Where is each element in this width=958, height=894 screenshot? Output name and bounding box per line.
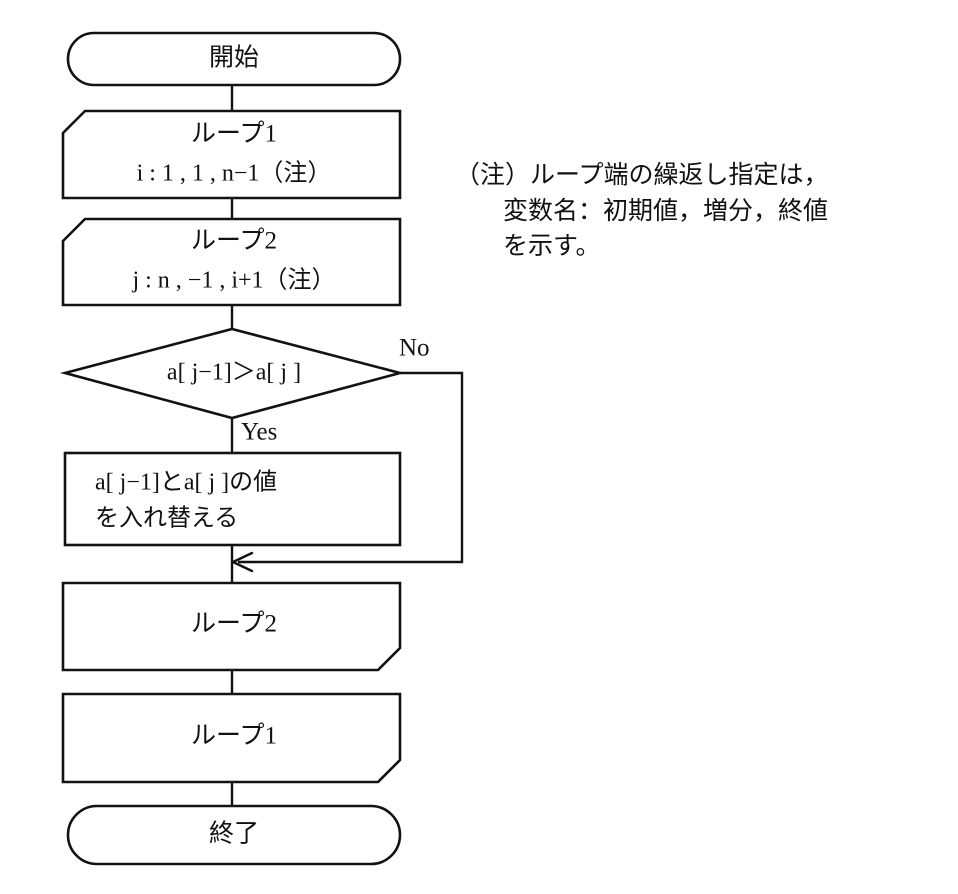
note-line-1: （注）ループ端の繰返し指定は， bbox=[455, 162, 829, 189]
node-loop2-end[interactable]: ループ2 bbox=[61, 581, 402, 672]
process-swap-shape bbox=[63, 451, 402, 547]
end-label: 終了 bbox=[209, 820, 259, 848]
node-start[interactable]: 開始 bbox=[66, 31, 402, 87]
connector-group bbox=[230, 85, 464, 806]
decision-shape bbox=[59, 327, 406, 420]
note-line-3: を示す。 bbox=[503, 233, 601, 260]
loop2-begin-label-line2: j : n , −1 , i+1（注） bbox=[131, 267, 335, 294]
process-swap-label-line1: a[ j−1]とa[ j ]の値 bbox=[95, 469, 277, 496]
branch-label-no: No bbox=[399, 335, 430, 362]
decision-label: a[ j−1]＞a[ j ] bbox=[167, 360, 301, 386]
node-process-swap[interactable]: a[ j−1]とa[ j ]の値 を入れ替える bbox=[63, 451, 402, 547]
loop2-begin-shape bbox=[61, 217, 402, 307]
branch-label-yes: Yes bbox=[241, 419, 277, 446]
node-loop1-end[interactable]: ループ1 bbox=[61, 692, 402, 784]
start-label: 開始 bbox=[209, 44, 259, 72]
node-end[interactable]: 終了 bbox=[66, 804, 402, 866]
start-terminator-shape bbox=[66, 31, 402, 87]
loop1-end-shape bbox=[61, 692, 402, 784]
loop1-begin-shape bbox=[61, 109, 402, 200]
note-block: （注）ループ端の繰返し指定は， 変数名：初期値，増分，終値 を示す。 bbox=[455, 158, 935, 265]
note-line-2: 変数名：初期値，増分，終値 bbox=[503, 197, 829, 225]
loop2-begin-label-line1: ループ2 bbox=[191, 227, 277, 255]
node-decision[interactable]: a[ j−1]＞a[ j ] bbox=[59, 327, 406, 420]
loop2-end-shape bbox=[61, 581, 402, 672]
node-loop1-begin[interactable]: ループ1 i : 1 , 1 , n−1（注） bbox=[61, 109, 402, 200]
loop1-begin-label-line2: i : 1 , 1 , n−1（注） bbox=[137, 160, 332, 187]
loop1-begin-label-line1: ループ1 bbox=[191, 120, 277, 148]
end-terminator-shape bbox=[66, 804, 402, 866]
loop1-end-label: ループ1 bbox=[191, 722, 277, 750]
connector-decision-no-bypass bbox=[238, 371, 464, 564]
merge-arrowhead-icon bbox=[231, 551, 254, 573]
node-loop2-begin[interactable]: ループ2 j : n , −1 , i+1（注） bbox=[61, 217, 402, 307]
process-swap-label-line2: を入れ替える bbox=[95, 505, 238, 532]
loop2-end-label: ループ2 bbox=[191, 610, 277, 638]
